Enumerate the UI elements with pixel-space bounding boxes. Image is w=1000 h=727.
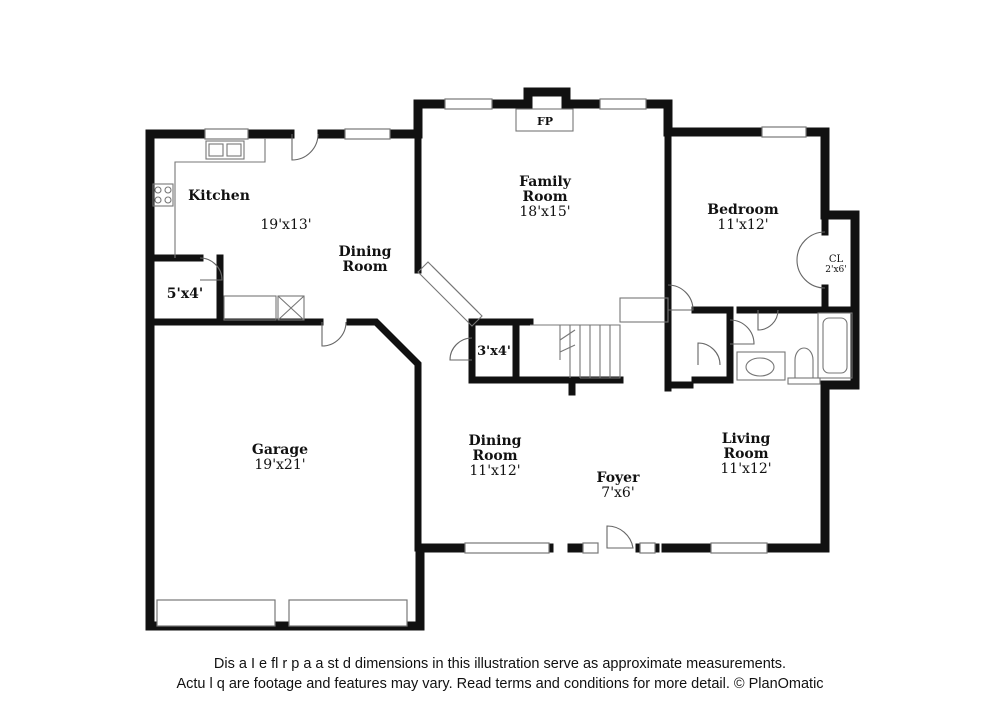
- family-room-name-2: Room: [522, 189, 567, 205]
- fixtures: [152, 108, 853, 385]
- laundry-counter: [223, 295, 277, 321]
- door-swing: [667, 284, 694, 311]
- kitchen-sink: [205, 140, 245, 160]
- interior-walls: [146, 128, 859, 552]
- door-swing: [729, 319, 755, 345]
- stairs: [530, 324, 621, 379]
- closet-name: CL: [829, 254, 844, 265]
- garage-dim: 19'x21': [254, 457, 305, 473]
- dining-upper-name-2: Room: [342, 259, 387, 275]
- door-swing: [291, 133, 319, 161]
- fireplace: [515, 108, 574, 132]
- vanity: [736, 351, 786, 381]
- water-heater: [277, 295, 305, 321]
- kitchen-counter: [174, 138, 266, 258]
- door-swing: [796, 259, 826, 289]
- closet-dim: 2'x6': [825, 265, 846, 275]
- window: [761, 126, 807, 138]
- garage-door: [156, 599, 276, 627]
- living-room-name-1: Living: [722, 431, 771, 447]
- door-swing: [449, 337, 473, 361]
- door-swing: [199, 257, 223, 281]
- foyer-dim: 7'x6': [601, 485, 634, 501]
- hall-closet-dim: 3'x4': [477, 344, 511, 359]
- doors: [199, 133, 826, 549]
- window: [639, 542, 656, 554]
- pantry-dim: 5'x4': [167, 286, 203, 302]
- garage-door: [288, 599, 408, 627]
- angled-cabinet: [417, 261, 483, 327]
- dining-lower-name-1: Dining: [469, 433, 522, 449]
- family-room-dim: 18'x15': [519, 204, 570, 220]
- door-swing: [757, 309, 779, 331]
- kitchen-name: Kitchen: [188, 188, 250, 204]
- window: [582, 542, 599, 554]
- window: [464, 542, 550, 554]
- family-room-name-1: Family: [519, 174, 572, 190]
- garage-name: Garage: [252, 442, 308, 458]
- disclaimer-line-2: Actu l q are footage and features may va…: [176, 676, 824, 692]
- room-labels: Kitchen 19'x13' Dining Room Family Room …: [167, 115, 847, 501]
- living-room-name-2: Room: [723, 446, 768, 462]
- living-room-dim: 11'x12': [720, 461, 771, 477]
- foyer-name: Foyer: [597, 470, 641, 486]
- door-swing: [606, 525, 634, 549]
- dining-lower-name-2: Room: [472, 448, 517, 464]
- dining-upper-name-1: Dining: [339, 244, 392, 260]
- bathtub: [817, 312, 853, 379]
- windows: [156, 98, 807, 627]
- bedroom-name: Bedroom: [707, 202, 779, 218]
- disclaimer-line-1: Dis a I e fl r p a a st d dimensions in …: [213, 656, 787, 672]
- door-swing: [697, 342, 721, 366]
- door-swing: [321, 321, 347, 347]
- door-swing: [796, 231, 826, 261]
- window: [710, 542, 768, 554]
- window: [444, 98, 493, 110]
- fireplace-label: FP: [537, 115, 553, 128]
- bedroom-dim: 11'x12': [717, 217, 768, 233]
- window: [599, 98, 647, 110]
- kitchen-dim: 19'x13': [260, 217, 311, 233]
- window: [204, 128, 249, 140]
- stove: [152, 183, 174, 207]
- toilet: [794, 347, 814, 379]
- window: [344, 128, 391, 140]
- dining-lower-dim: 11'x12': [469, 463, 520, 479]
